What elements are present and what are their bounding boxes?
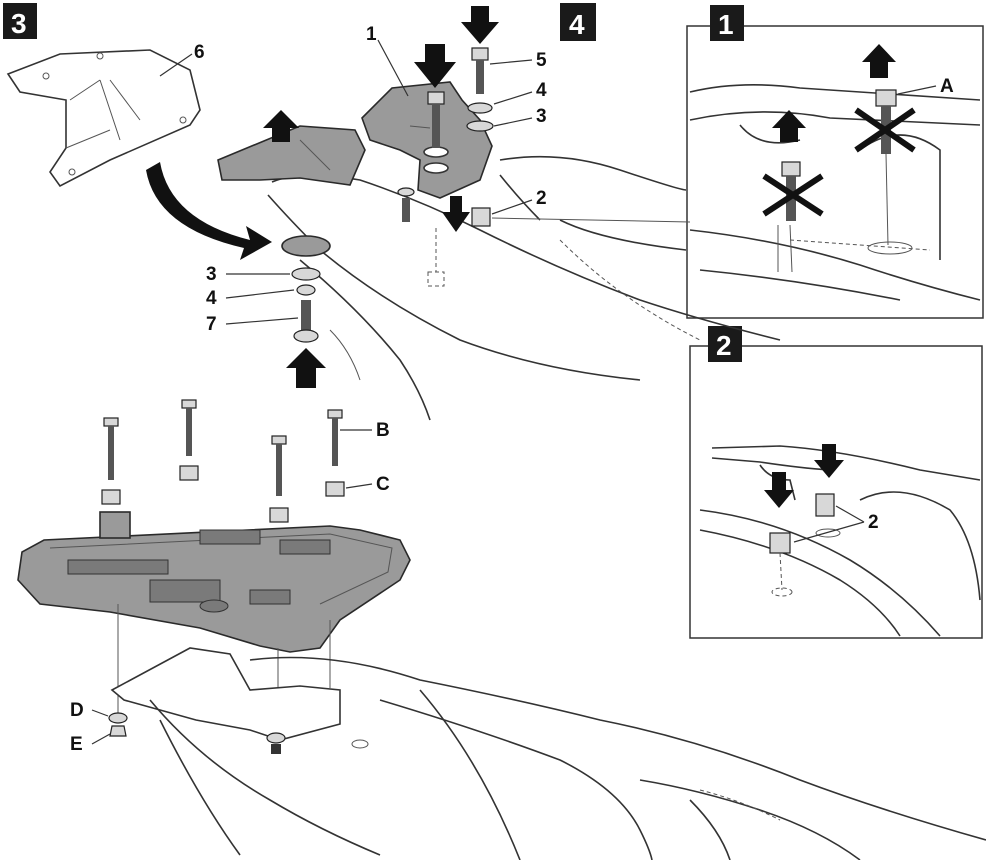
- spacer-2-right: [815, 493, 841, 538]
- cross-mark-right: [854, 107, 916, 153]
- bolts-b: [103, 399, 343, 496]
- callout-a: A: [940, 76, 954, 97]
- arrow-down-icon: [814, 444, 844, 478]
- callout-2: 2: [536, 188, 547, 209]
- step-badge-4: 4: [560, 3, 596, 41]
- small-hardware-upper: [397, 187, 415, 222]
- arrow-down-icon: [442, 196, 470, 232]
- arrow-down-icon: [461, 6, 499, 44]
- bolt-upper: [427, 91, 445, 148]
- cross-mark-left: [762, 173, 824, 217]
- callout-e: E: [70, 734, 83, 755]
- washer-4: [467, 102, 493, 114]
- mounting-plate-1: [361, 81, 493, 199]
- rack-handle: [99, 511, 131, 539]
- callout-6: 6: [194, 42, 205, 63]
- arrow-up-icon: [263, 110, 299, 142]
- step-badge-3-label: 3: [11, 8, 27, 39]
- bracket-6: [6, 49, 201, 188]
- arrow-down-icon: [414, 44, 456, 88]
- washer-3b: [291, 267, 321, 281]
- arrow-up-icon: [862, 44, 896, 78]
- callout-b: B: [376, 420, 390, 441]
- top-rack-plate: [17, 511, 411, 653]
- callout-2-detail: 2: [868, 512, 879, 533]
- callout-1: 1: [366, 24, 377, 45]
- washer-4b: [296, 284, 316, 296]
- callout-4: 4: [536, 80, 547, 101]
- mounting-plate-6: [217, 125, 366, 186]
- arrow-up-icon: [286, 348, 326, 388]
- step-badge-2: 2: [708, 326, 742, 362]
- motorcycle-rear-lower: [110, 647, 986, 861]
- callout-c: C: [376, 474, 390, 495]
- step-badge-2-label: 2: [716, 330, 732, 361]
- arrow-down-icon: [764, 472, 794, 508]
- bolt-5: [471, 47, 489, 94]
- callout-3: 3: [536, 106, 547, 127]
- callout-5: 5: [536, 50, 547, 71]
- step-badge-1-label: 1: [718, 9, 734, 40]
- detail-panel-2: 2 2: [689, 326, 983, 639]
- callout-d: D: [70, 700, 84, 721]
- step-badge-1: 1: [710, 5, 744, 41]
- spacer-2-left: [769, 532, 793, 597]
- spacer-2: [471, 207, 491, 227]
- spacers-c: [101, 465, 345, 523]
- callout-3b: 3: [206, 264, 217, 285]
- detail-panel-1: 1 A: [686, 5, 984, 319]
- bolt-7-assembly: [281, 235, 331, 343]
- lower-hardware: [108, 712, 286, 754]
- arrow-up-icon: [772, 110, 806, 142]
- callout-7: 7: [206, 314, 217, 335]
- curved-arrow-icon: [146, 162, 272, 260]
- step-badge-3: 3: [3, 3, 37, 39]
- motorcycle-rear-upper: [267, 155, 781, 421]
- washer-3: [466, 120, 494, 132]
- step-badge-4-label: 4: [569, 9, 585, 40]
- callout-4b: 4: [206, 288, 217, 309]
